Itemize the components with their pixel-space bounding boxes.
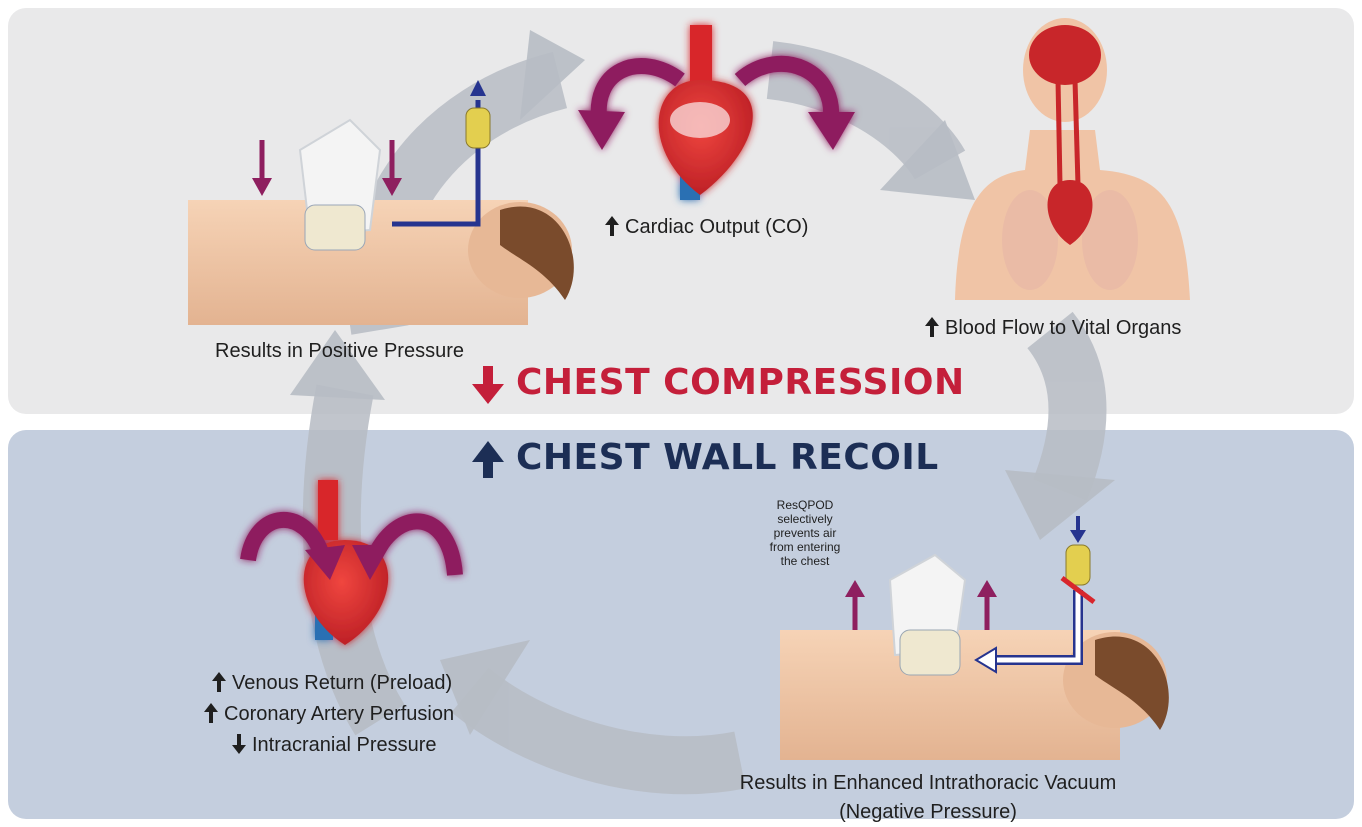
caption-intracranial: Intracranial Pressure	[232, 734, 437, 757]
caption-venous-return: Venous Return (Preload)	[212, 672, 452, 695]
carotid-left	[1058, 80, 1060, 185]
aorta-bottom	[318, 480, 338, 540]
caption-coronary: Coronary Artery Perfusion	[204, 703, 454, 726]
resqpod-note: ResQPOD selectively prevents air from en…	[745, 498, 865, 568]
chest-device	[305, 205, 365, 250]
heart-chamber	[670, 102, 730, 138]
arrow-down-icon	[232, 734, 246, 754]
arrow-up-icon	[204, 703, 218, 723]
note-line-4: from entering	[745, 540, 865, 554]
caption-venous-return-text: Venous Return (Preload)	[232, 672, 452, 694]
note-line-3: prevents air	[745, 526, 865, 540]
caption-blood-flow-text: Blood Flow to Vital Organs	[945, 317, 1181, 339]
divider	[8, 414, 1354, 430]
brain	[1029, 25, 1101, 85]
note-line-2: selectively	[745, 512, 865, 526]
compression-banner: CHEST COMPRESSION	[516, 362, 965, 403]
caption-cardiac-output-text: Cardiac Output (CO)	[625, 216, 808, 238]
cycle-arrow-right	[1050, 330, 1078, 490]
resqpod-valve	[466, 108, 490, 148]
caption-vacuum-line1: Results in Enhanced Intrathoracic Vacuum	[713, 772, 1143, 795]
arrow-up-icon	[605, 216, 619, 236]
caption-blood-flow: Blood Flow to Vital Organs	[925, 317, 1181, 340]
caption-vacuum-line2: (Negative Pressure)	[713, 801, 1143, 824]
caption-positive-pressure: Results in Positive Pressure	[215, 340, 464, 363]
note-line-1: ResQPOD	[745, 498, 865, 512]
chest-device-2	[900, 630, 960, 675]
carotid-right	[1075, 80, 1078, 185]
resqpod-valve-2	[1066, 545, 1090, 585]
caption-intracranial-text: Intracranial Pressure	[252, 734, 437, 756]
recoil-banner: CHEST WALL RECOIL	[516, 437, 939, 478]
note-line-5: the chest	[745, 554, 865, 568]
caption-cardiac-output: Cardiac Output (CO)	[605, 216, 808, 239]
arrow-up-icon	[925, 317, 939, 337]
arrow-up-icon	[212, 672, 226, 692]
caption-coronary-text: Coronary Artery Perfusion	[224, 703, 454, 725]
